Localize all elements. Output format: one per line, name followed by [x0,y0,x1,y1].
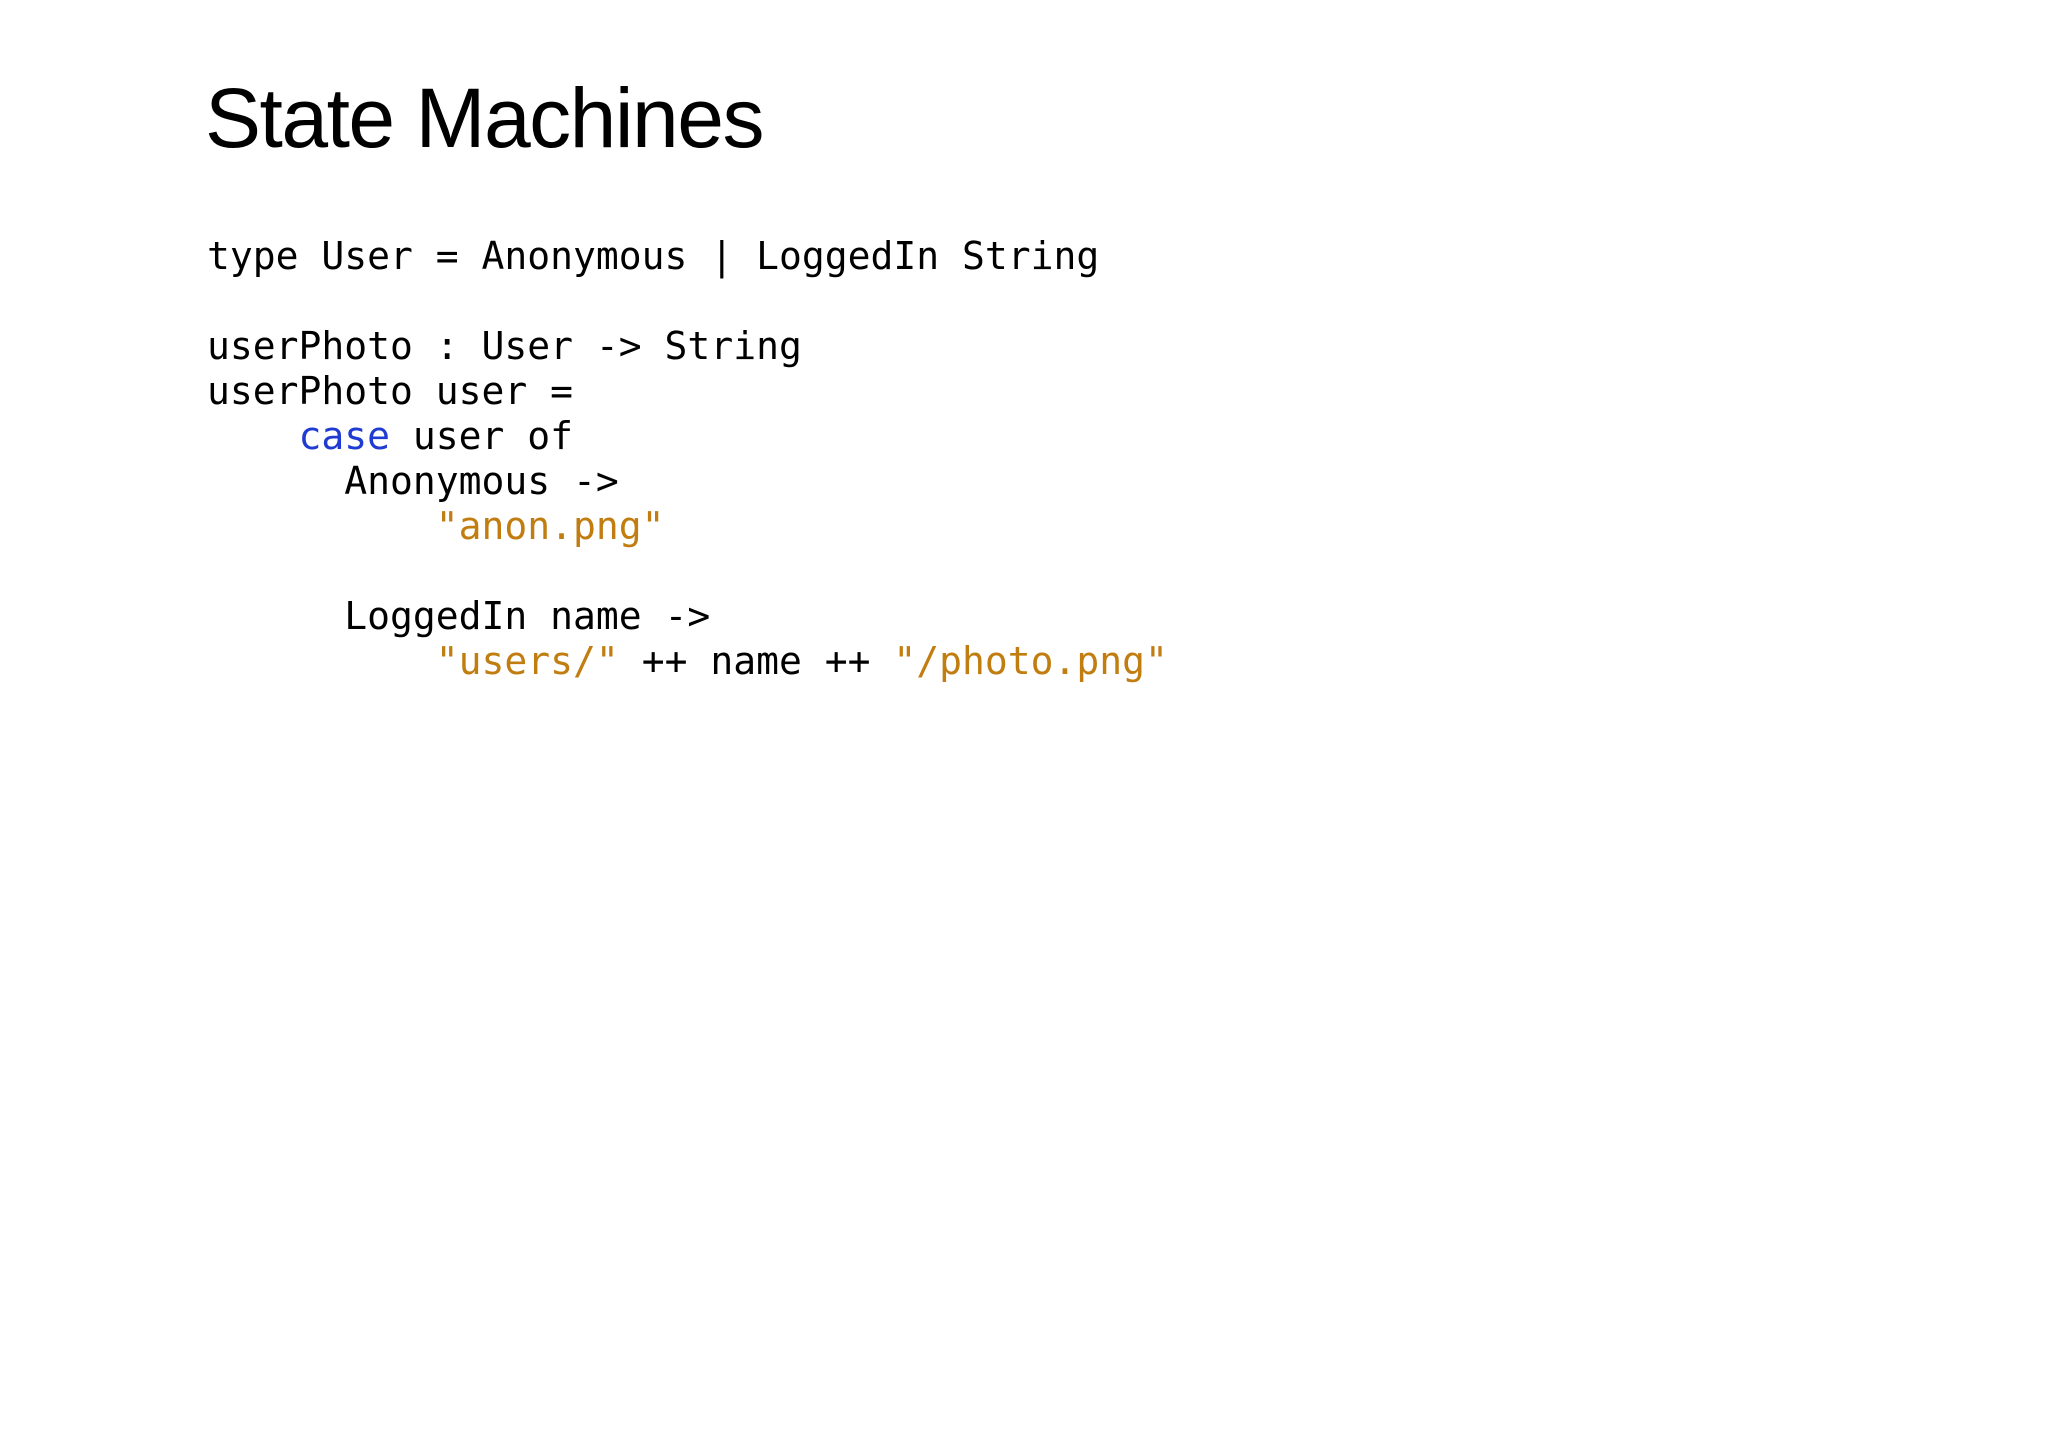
code-token-string: "users/" [435,639,619,683]
code-token-string: "/photo.png" [893,639,1168,683]
code-line-blank [207,279,1168,324]
code-token-plain: userPhoto user = [207,369,574,413]
code-line: userPhoto : User -> String [207,324,1168,369]
code-token-plain: LoggedIn name -> [207,594,711,638]
code-line: "users/" ++ name ++ "/photo.png" [207,639,1168,684]
code-line: Anonymous -> [207,459,1168,504]
code-token-plain [207,504,436,548]
slide-title: State Machines [205,71,764,165]
code-token-plain: ++ name ++ [618,639,894,683]
code-token-plain: Anonymous -> [207,459,619,503]
code-token-string: "anon.png" [435,504,665,548]
code-line: case user of [207,414,1168,459]
code-token-plain [207,414,299,458]
code-token-plain: user of [390,414,574,458]
code-token-plain: type User = Anonymous | LoggedIn String [207,234,1100,278]
code-line: userPhoto user = [207,369,1168,414]
code-line: "anon.png" [207,504,1168,549]
code-line: LoggedIn name -> [207,594,1168,639]
code-token-plain: userPhoto : User -> String [207,324,802,368]
code-line-blank [207,549,1168,594]
code-token-keyword: case [298,414,391,458]
code-block: type User = Anonymous | LoggedIn String … [207,234,1168,684]
code-line: type User = Anonymous | LoggedIn String [207,234,1168,279]
code-token-plain [207,639,436,683]
